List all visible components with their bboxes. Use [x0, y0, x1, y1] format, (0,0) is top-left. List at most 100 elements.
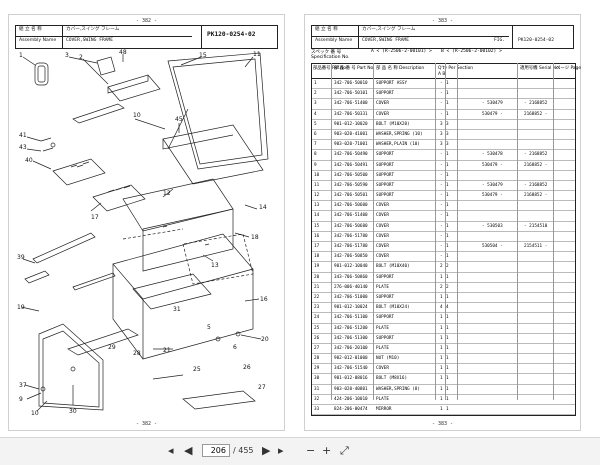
- cell-desc: SUPPORT: [376, 193, 395, 199]
- cell-desc: PLATE: [376, 284, 389, 290]
- svg-text:31: 31: [173, 306, 181, 313]
- cell-a: 4: [440, 305, 443, 311]
- cell-no: 24: [314, 315, 320, 321]
- cell-b: 1: [446, 356, 449, 362]
- zoom-in-icon[interactable]: +: [322, 444, 332, 457]
- cell-b: 4: [446, 305, 449, 311]
- cell-remarks: - 2168852: [524, 152, 548, 158]
- spec-en-label: Specification No.: [311, 55, 350, 60]
- parts-table: 部品番号 Ref.No 部 品 番 号 Part No. 部 品 名 称 Des…: [311, 63, 581, 417]
- cell-a: 1: [440, 315, 443, 321]
- cell-b: 1: [446, 315, 449, 321]
- cell-no: 27: [314, 345, 320, 351]
- svg-text:20: 20: [261, 336, 269, 343]
- assembly-en-title: COVER,SWING FRAME: [66, 38, 114, 43]
- cell-part: 342-706-51780: [334, 244, 368, 249]
- svg-text:37: 37: [19, 382, 27, 389]
- cell-desc: SUPPORT: [376, 182, 395, 188]
- cell-desc: COVER: [376, 244, 389, 249]
- cell-part: 342-706-51200: [334, 325, 368, 331]
- page-total: / 455: [233, 446, 254, 455]
- cell-a: 1: [440, 274, 443, 280]
- last-page-icon[interactable]: ▸: [278, 444, 284, 457]
- table-header: 部品番号 Ref.No 部 品 番 号 Part No. 部 品 名 称 Des…: [312, 64, 581, 79]
- col-page: ページ Page: [556, 66, 582, 71]
- svg-text:2: 2: [79, 54, 83, 61]
- cell-a: 2: [440, 284, 443, 290]
- first-page-icon[interactable]: ◂: [168, 444, 174, 457]
- cell-b: 1: [446, 386, 449, 392]
- cell-b: 1: [446, 345, 449, 351]
- cell-desc: BOLT (M10X20): [376, 121, 410, 127]
- cell-a: -: [440, 152, 443, 158]
- cell-serial: - 530503: [482, 223, 503, 229]
- cell-b: 1: [446, 162, 449, 168]
- cell-serial: - 530479: [482, 101, 503, 107]
- cell-part: 902-012-01000: [334, 356, 368, 362]
- cell-part: 901-012-08016: [334, 376, 368, 382]
- cell-b: 1: [446, 81, 449, 86]
- cell-a: 1: [440, 407, 443, 412]
- svg-text:10: 10: [31, 410, 39, 417]
- cell-part: 342-706-50501: [334, 193, 368, 199]
- svg-text:41: 41: [19, 132, 27, 139]
- cell-serial: 530504 -: [482, 244, 503, 249]
- cell-desc: MIRROR: [376, 407, 392, 412]
- cell-desc: SUPPORT: [376, 294, 395, 300]
- svg-text:30: 30: [69, 408, 77, 415]
- cell-desc: COVER: [376, 366, 389, 372]
- cell-no: 19: [314, 264, 320, 270]
- assembly-header: 組 立 名 称 Assembly Name カバー,スイング フレーム COVE…: [311, 25, 574, 49]
- cell-a: -: [440, 91, 443, 97]
- cell-a: 3: [440, 121, 443, 127]
- cell-no: 29: [314, 366, 320, 372]
- cell-no: 13: [314, 203, 320, 209]
- cell-no: 3: [314, 101, 317, 107]
- svg-text:45: 45: [175, 116, 183, 123]
- cell-a: -: [440, 233, 443, 239]
- cell-b: 1: [446, 152, 449, 158]
- cell-no: 26: [314, 335, 320, 341]
- next-page-icon[interactable]: ▶: [262, 444, 271, 457]
- fit-page-icon[interactable]: ⤢: [340, 444, 349, 457]
- cell-b: 3: [446, 142, 449, 148]
- svg-text:21: 21: [163, 347, 171, 354]
- svg-text:18: 18: [251, 234, 259, 241]
- right-page: - 383 - 組 立 名 称 Assembly Name カバー,スイング フ…: [304, 14, 581, 431]
- cell-b: 1: [446, 376, 449, 382]
- cell-b: 1: [446, 203, 449, 209]
- cell-serial: - 530479: [482, 182, 503, 188]
- zoom-out-icon[interactable]: −: [306, 444, 316, 457]
- cell-desc: COVER: [376, 111, 389, 117]
- cell-no: 23: [314, 305, 320, 311]
- prev-page-icon[interactable]: ◀: [184, 444, 193, 457]
- cell-b: 1: [446, 294, 449, 300]
- cell-part: 342-706-50500: [334, 172, 368, 178]
- cell-part: 342-706-50010: [334, 81, 368, 86]
- cell-b: 1: [446, 182, 449, 188]
- cell-serial: 530479 -: [482, 193, 503, 199]
- cell-desc: SUPPORT: [376, 315, 395, 321]
- cell-desc: WASHER,PLAIN (10): [376, 142, 420, 148]
- fig-label: FIG.: [494, 38, 506, 43]
- page-number-input[interactable]: 206: [202, 444, 230, 457]
- cell-remarks: - 2154510: [524, 223, 548, 229]
- cell-b: 1: [446, 407, 449, 412]
- cell-b: 1: [446, 335, 449, 341]
- cell-a: -: [440, 182, 443, 188]
- col-serial: 適用号機 Serial No.: [520, 66, 561, 71]
- cell-part: 342-706-51000: [334, 294, 368, 300]
- svg-text:9: 9: [19, 396, 23, 403]
